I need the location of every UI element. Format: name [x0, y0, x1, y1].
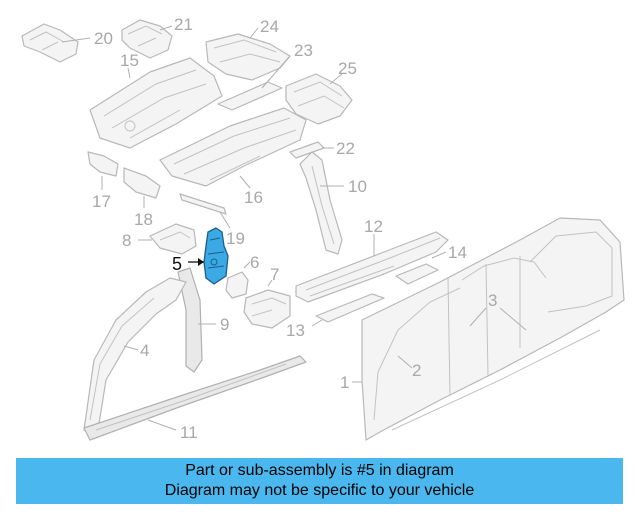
callout-24: 24 [260, 17, 279, 36]
callout-15: 15 [120, 51, 139, 70]
part-1-side-panel [352, 217, 625, 441]
callout-17: 17 [92, 192, 111, 211]
callout-8: 8 [122, 231, 131, 250]
part-11 [83, 355, 307, 441]
part-22 [289, 141, 334, 159]
part-3-leaders [469, 307, 527, 331]
part-2-leader [397, 355, 413, 369]
callout-20: 20 [94, 29, 113, 48]
part-8 [138, 223, 197, 255]
part-9 [177, 267, 216, 373]
callout-9: 9 [220, 315, 229, 334]
footer-line-1: Part or sub-assembly is #5 in diagram [185, 462, 454, 479]
callout-23: 23 [294, 41, 313, 60]
part-16 [159, 107, 307, 189]
part-12 [295, 231, 449, 303]
callout-7: 7 [270, 265, 279, 284]
part-10 [299, 151, 344, 255]
callout-5: 5 [172, 254, 182, 274]
part-15 [89, 57, 223, 149]
callout-12: 12 [364, 217, 383, 236]
footer-banner: Part or sub-assembly is #5 in diagram Di… [16, 458, 623, 504]
callout-2: 2 [412, 361, 421, 380]
part-23 [217, 55, 291, 111]
part-25 [285, 73, 353, 125]
part-19 [179, 193, 231, 229]
callout-13: 13 [286, 321, 305, 340]
callout-11: 11 [180, 423, 198, 442]
part-7 [243, 279, 291, 329]
callout-25: 25 [338, 59, 357, 78]
part-6 [225, 261, 251, 299]
callout-16: 16 [244, 188, 263, 207]
parts-diagram: 20 21 24 15 23 25 16 [21, 15, 625, 442]
part-17 [87, 151, 119, 190]
callout-10: 10 [348, 177, 367, 196]
part-4 [83, 277, 187, 431]
part-20 [21, 23, 91, 63]
callout-22: 22 [336, 139, 355, 158]
part-5-highlighted[interactable] [188, 227, 229, 285]
part-13 [311, 293, 385, 327]
callout-1: 1 [340, 373, 349, 392]
callout-14: 14 [448, 243, 467, 262]
callout-6: 6 [250, 253, 259, 272]
callout-19: 19 [226, 229, 245, 248]
part-21 [121, 19, 173, 59]
callout-21: 21 [174, 15, 193, 34]
part-18 [123, 167, 161, 208]
footer-line-2: Diagram may not be specific to your vehi… [164, 482, 475, 499]
callout-3: 3 [488, 291, 497, 310]
callout-4: 4 [140, 341, 149, 360]
part-14 [395, 251, 447, 285]
callout-18: 18 [134, 210, 153, 229]
